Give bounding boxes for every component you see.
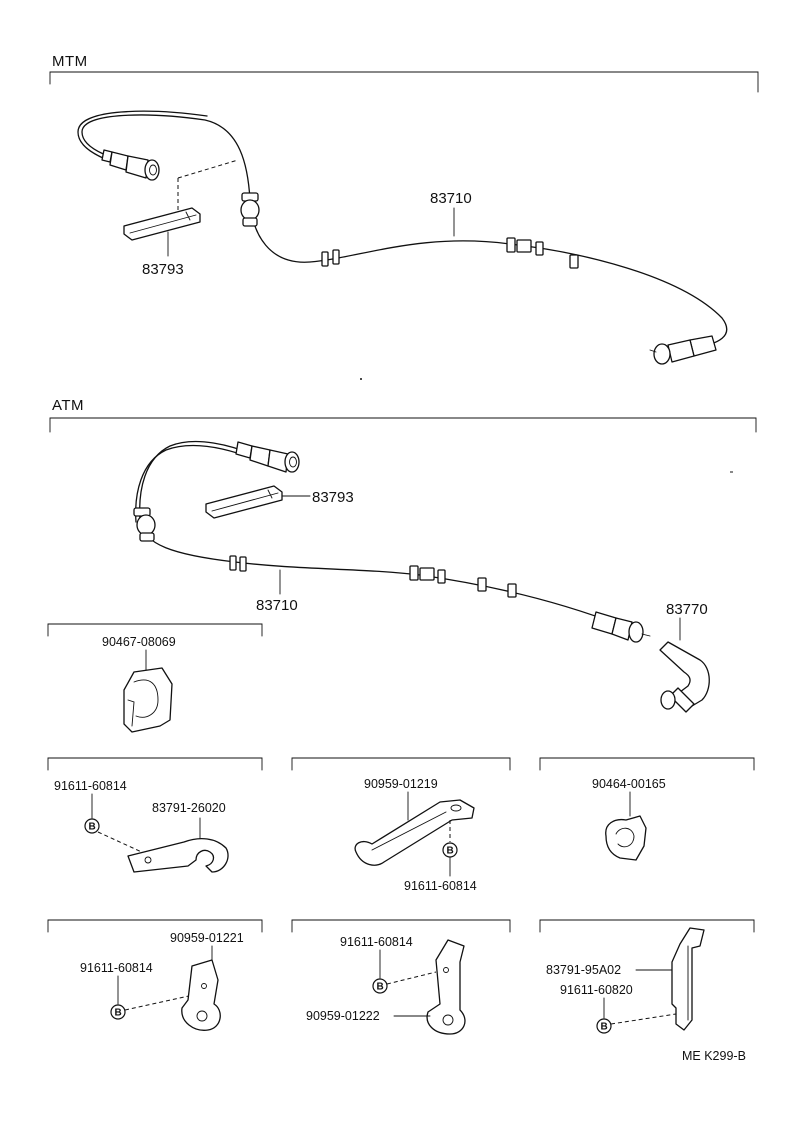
clip-leader-mtm-2	[177, 159, 239, 179]
bolt-leader-g	[610, 1013, 677, 1025]
box-bracket-a	[47, 623, 263, 637]
clamp-90467-08069	[123, 667, 173, 733]
section-bracket-atm	[49, 417, 757, 433]
bolt-marker-e-text: B	[115, 1008, 122, 1019]
bolt-marker-b: B	[84, 818, 100, 834]
section-title-atm: ATM	[52, 397, 84, 414]
print-speck	[360, 378, 362, 380]
label-83793-atm: 83793	[312, 489, 354, 506]
bolt-marker-e: B	[110, 1004, 126, 1020]
label-90464-00165: 90464-00165	[592, 777, 666, 791]
clamp-90959-01222	[426, 939, 466, 1035]
label-91611-60820: 91611-60820	[560, 983, 633, 997]
label-91611-60814-f: 91611-60814	[340, 935, 413, 949]
box-bracket-d	[539, 757, 755, 771]
bolt-marker-c-text: B	[447, 846, 454, 857]
bracket-83791-95A02	[671, 927, 705, 1031]
speedometer-cable-atm	[133, 440, 651, 643]
bolt-leader-b	[97, 831, 147, 855]
label-90959-01222: 90959-01222	[306, 1009, 380, 1023]
label-90467-08069: 90467-08069	[102, 635, 176, 649]
speedometer-cable-mtm	[77, 110, 728, 365]
label-83710-mtm: 83710	[430, 190, 472, 207]
section-title-mtm: MTM	[52, 53, 88, 70]
bolt-marker-g-text: B	[601, 1022, 608, 1033]
bolt-marker-f-text: B	[377, 982, 384, 993]
clamp-83791-26020	[127, 837, 229, 873]
diagram-code: ME K299-B	[682, 1049, 746, 1063]
box-bracket-g	[539, 919, 755, 933]
bolt-marker-f: B	[372, 978, 388, 994]
label-90959-01219: 90959-01219	[364, 777, 438, 791]
label-83770: 83770	[666, 601, 708, 618]
section-bracket-mtm	[49, 71, 759, 93]
label-91611-60814-c: 91611-60814	[404, 879, 477, 893]
box-bracket-e	[47, 919, 263, 933]
bolt-leader-f	[386, 971, 437, 985]
bolt-marker-g: B	[596, 1018, 612, 1034]
label-83710-atm: 83710	[256, 597, 298, 614]
angle-adapter	[659, 641, 710, 713]
label-83791-95A02: 83791-95A02	[546, 963, 621, 977]
bolt-leader-e	[124, 993, 199, 1011]
clamp-90959-01221	[181, 959, 221, 1031]
label-83793-mtm: 83793	[142, 261, 184, 278]
clamp-90959-01219	[354, 799, 475, 866]
bolt-marker-b-text: B	[89, 822, 96, 833]
label-91611-60814-e: 91611-60814	[80, 961, 153, 975]
clamp-90464-00165	[605, 815, 647, 861]
cable-clip-mtm	[123, 207, 201, 241]
box-bracket-f	[291, 919, 511, 933]
bolt-marker-c: B	[442, 842, 458, 858]
cable-clip-atm	[205, 485, 283, 519]
label-91611-60814-b: 91611-60814	[54, 779, 127, 793]
box-bracket-c	[291, 757, 511, 771]
label-90959-01221: 90959-01221	[170, 931, 244, 945]
box-bracket-b	[47, 757, 263, 771]
label-83791-26020: 83791-26020	[152, 801, 226, 815]
